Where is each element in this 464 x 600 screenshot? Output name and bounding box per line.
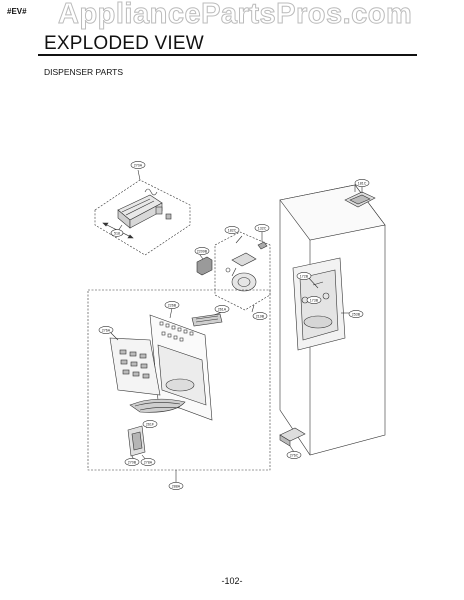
callout-278A: 278A [140, 458, 156, 466]
callout-226B: 226B [164, 301, 180, 309]
title-rule [38, 54, 417, 56]
callout-172B: 172B [296, 272, 312, 280]
svg-text:181C: 181C [358, 181, 367, 185]
bottom-bracket [279, 427, 306, 453]
callout-173B: 173B [306, 296, 322, 304]
section-subtitle: DISPENSER PARTS [44, 67, 124, 77]
svg-text:132C: 132C [258, 226, 267, 230]
page-number: -102- [221, 576, 243, 586]
callout-261F: 261F [142, 420, 158, 428]
svg-text:261A: 261A [218, 307, 227, 311]
svg-text:288A: 288A [172, 484, 181, 488]
callout-276C: 276C [286, 451, 302, 459]
page-tag: #EV# [7, 7, 27, 16]
svg-text:172B: 172B [300, 274, 309, 278]
svg-text:270A: 270A [134, 163, 143, 167]
door-panel [279, 184, 386, 456]
svg-text:253B: 253B [352, 312, 361, 316]
dispenser-front-group [87, 289, 271, 482]
svg-text:226B: 226B [168, 303, 177, 307]
svg-text:2209B: 2209B [197, 249, 208, 253]
actuator-group [214, 231, 271, 313]
callout-261A: 261A [214, 305, 230, 313]
svg-text:173B: 173B [310, 298, 319, 302]
svg-text:270B: 270B [128, 460, 137, 464]
callout-288A: 288A [168, 482, 184, 490]
callout-276A: 276A [98, 326, 114, 334]
callout-270B: 270B [124, 458, 140, 466]
watermark-logo: AppliancePartsPros.com [57, 0, 413, 31]
switch-part [196, 254, 213, 276]
callout-253B: 253B [348, 310, 364, 318]
callout-219B: 219B [252, 312, 268, 320]
page-title: EXPLODED VIEW [44, 33, 204, 54]
callout-2209B: 2209B [194, 247, 210, 255]
svg-text:518: 518 [114, 231, 120, 235]
svg-text:182C: 182C [228, 228, 237, 232]
svg-text:219B: 219B [256, 314, 265, 318]
callout-270A: 270A [130, 161, 146, 169]
callout-518: 518 [110, 229, 124, 237]
svg-text:276C: 276C [290, 453, 299, 457]
callout-182C: 182C [224, 226, 240, 234]
svg-text:276A: 276A [102, 328, 111, 332]
callout-181C: 181C [354, 179, 370, 187]
svg-text:261F: 261F [146, 422, 155, 426]
chute-assembly-group [94, 169, 191, 256]
callout-132C: 132C [254, 224, 270, 232]
svg-text:278A: 278A [144, 460, 153, 464]
